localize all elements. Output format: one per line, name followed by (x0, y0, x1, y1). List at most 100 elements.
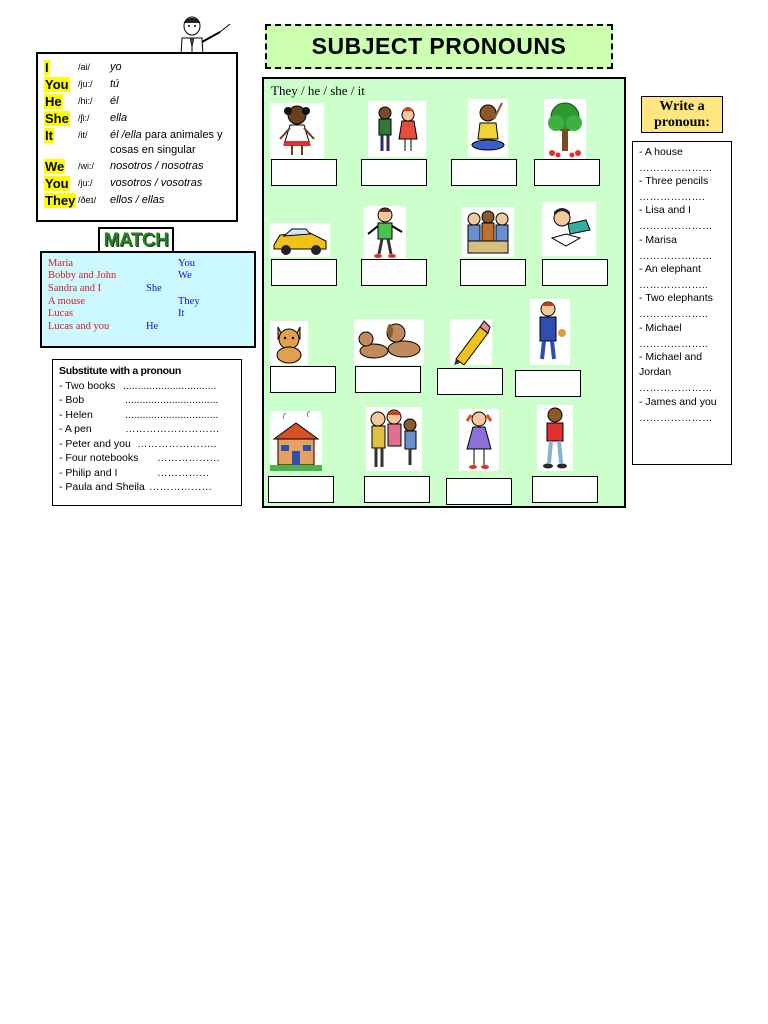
write-item-label: - A house (639, 146, 683, 158)
write-item-label: - Michael (639, 322, 682, 334)
match-right-item[interactable]: You (178, 258, 196, 269)
pronoun: They (44, 193, 77, 208)
answer-box[interactable] (437, 368, 503, 395)
substitute-box: Substitute with a pronoun - Two books...… (52, 359, 242, 506)
spanish-translation: yo (110, 61, 122, 73)
write-item-label: - Michael and (639, 351, 703, 363)
substitute-item[interactable]: - Helen................................ (59, 409, 218, 421)
answer-box[interactable] (361, 259, 427, 286)
cat-picture (270, 321, 308, 365)
write-label-line2: pronoun: (654, 115, 710, 130)
answer-dots[interactable]: ................................ (125, 394, 219, 406)
answer-box[interactable] (268, 476, 334, 503)
answer-box[interactable] (271, 159, 337, 186)
answer-box[interactable] (542, 259, 608, 286)
pronoun: He (44, 94, 63, 109)
boy-picture (364, 206, 406, 260)
pronoun: We (44, 159, 66, 174)
pronoun: You (44, 176, 70, 191)
match-left-item[interactable]: Lucas (48, 308, 74, 319)
match-left-item[interactable]: Sandra and I (48, 283, 102, 294)
answer-box[interactable] (361, 159, 427, 186)
two-children-picture (368, 101, 426, 157)
answer-box[interactable] (460, 259, 526, 286)
spanish-translation: ellos / ellas (110, 194, 165, 206)
pronoun: You (44, 77, 70, 92)
match-left-item[interactable]: Maria (48, 258, 74, 269)
answer-dots[interactable]: ………………… (639, 382, 713, 394)
substitute-item[interactable]: - Peter and you ………………….. (59, 438, 216, 450)
substitute-label: - Philip and I (59, 467, 118, 479)
write-item-label: - James and you (639, 396, 717, 408)
answer-dots[interactable]: ................................ (125, 409, 219, 421)
answer-box[interactable] (534, 159, 600, 186)
match-left-item[interactable]: Lucas and you (48, 321, 110, 332)
phonetic: /ai/ (78, 62, 91, 72)
pronoun: It (44, 128, 54, 143)
write-pronoun-box: - A house ………………… - Three pencils ………………… (632, 141, 732, 465)
match-right-item[interactable]: They (178, 296, 200, 307)
answer-dots[interactable]: ……………………… (125, 423, 220, 435)
answer-dots[interactable]: ………………… (639, 162, 713, 174)
answer-box[interactable] (364, 476, 430, 503)
family-picture (366, 407, 422, 471)
house-picture (270, 411, 322, 471)
substitute-label: - Paula and Sheila (59, 481, 145, 493)
phonetic: /wi:/ (78, 161, 95, 171)
answer-dots[interactable]: ……………… (157, 452, 220, 464)
substitute-item[interactable]: - Philip and I …………… (59, 467, 210, 479)
group-of-children-picture (462, 207, 514, 257)
spanish-extra: para animales y (141, 129, 223, 141)
answer-dots[interactable]: ………………… (639, 412, 713, 424)
match-middle-item[interactable]: He (146, 321, 159, 332)
answer-box[interactable] (446, 478, 512, 505)
answer-dots[interactable]: ………………… (639, 220, 713, 232)
answer-dots[interactable]: ................................ (123, 380, 217, 392)
match-right-item[interactable]: We (178, 270, 192, 281)
girl-reading-picture (542, 202, 596, 256)
answer-dots[interactable]: ……………….. (639, 308, 708, 320)
girl-picture (270, 103, 324, 159)
answer-dots[interactable]: ……………… (149, 481, 212, 493)
answer-dots[interactable]: ……………….. (639, 279, 708, 291)
spanish-main: él /ella (110, 129, 142, 141)
pencil-picture (450, 319, 492, 365)
car-picture (270, 223, 330, 257)
match-left-item[interactable]: A mouse (48, 296, 86, 307)
answer-dots[interactable]: ………………. (639, 191, 705, 203)
answer-box[interactable] (355, 366, 421, 393)
substitute-label: - Bob (59, 394, 85, 406)
phonetic: /ðeɪ/ (78, 195, 97, 205)
picture-panel: They / he / she / it (262, 77, 626, 508)
match-left-item[interactable]: Bobby and John (48, 270, 117, 281)
match-box: Maria Bobby and John Sandra and I A mous… (40, 251, 256, 348)
boy-in-red-picture (537, 405, 573, 471)
substitute-item[interactable]: - Two books.............................… (59, 380, 216, 392)
answer-dots[interactable]: …………… (157, 467, 210, 479)
match-middle-item[interactable]: She (146, 283, 162, 294)
write-pronoun-label: Write a pronoun: (641, 96, 723, 133)
substitute-item[interactable]: - Paula and Sheila ……………… (59, 481, 212, 493)
answer-box[interactable] (271, 259, 337, 286)
spanish-translation: vosotros / vosotras (110, 177, 203, 189)
substitute-item[interactable]: - Bob................................ (59, 394, 218, 406)
phonetic: /it/ (78, 130, 88, 140)
substitute-label: - A pen (59, 423, 92, 435)
answer-box[interactable] (270, 366, 336, 393)
pronoun-note: cosas en singular (110, 144, 196, 156)
substitute-item[interactable]: - Four notebooks……………… (59, 452, 220, 464)
answer-dots[interactable]: ………………… (639, 250, 713, 262)
answer-box[interactable] (532, 476, 598, 503)
answer-box[interactable] (515, 370, 581, 397)
spanish-translation: ella (110, 112, 128, 124)
phonetic: /ʃi:/ (78, 113, 90, 123)
substitute-item[interactable]: - A pen ……………………… (59, 423, 220, 435)
match-right-item[interactable]: It (178, 308, 185, 319)
write-item-label: - Two elephants (639, 292, 713, 304)
substitute-label: - Peter and you (59, 438, 131, 450)
answer-dots[interactable]: ………………….. (137, 438, 217, 450)
answer-box[interactable] (451, 159, 517, 186)
write-item-label: - An elephant (639, 263, 701, 275)
answer-dots[interactable]: ……………….. (639, 338, 708, 350)
page-title: SUBJECT PRONOUNS (311, 33, 567, 59)
